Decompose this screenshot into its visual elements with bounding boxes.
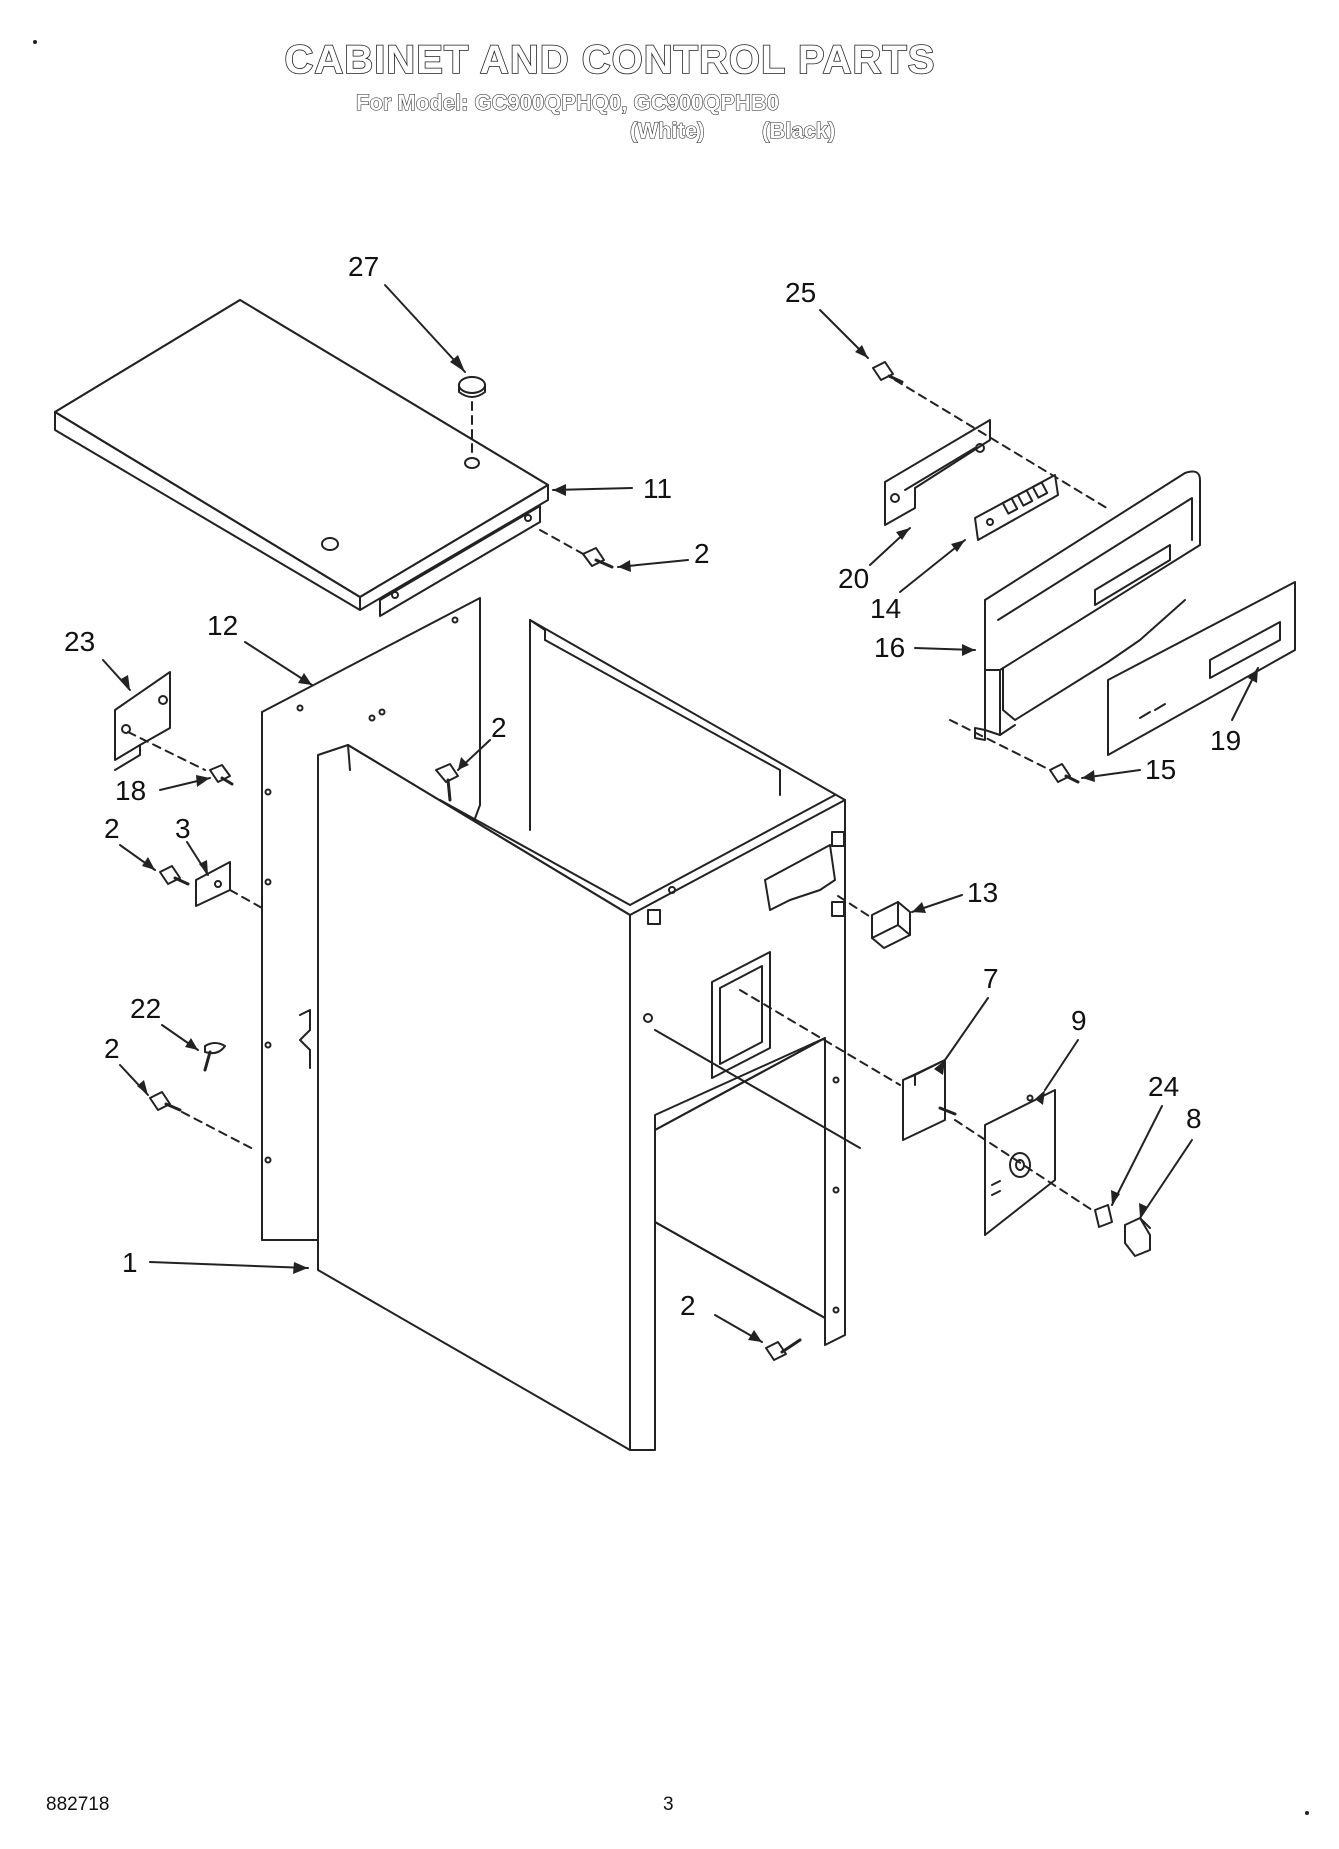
page-title: CABINET AND CONTROL PARTS	[284, 37, 936, 83]
callout-2-lower-left: 2	[104, 1033, 120, 1064]
arrowheads	[121, 345, 1258, 1342]
cabinet-body	[317, 619, 846, 1451]
callout-9: 9	[1071, 1005, 1087, 1036]
callout-2-center: 2	[491, 712, 507, 743]
knob-assembly	[1094, 1204, 1151, 1257]
model-line: For Model: GC900QPHQ0, GC900QPHB0	[355, 89, 779, 115]
callout-27: 27	[348, 251, 379, 282]
screw-lower-right	[765, 1338, 802, 1361]
callout-18: 18	[115, 775, 146, 806]
callout-20: 20	[838, 563, 869, 594]
screw-top	[539, 529, 614, 569]
callout-24: 24	[1148, 1071, 1179, 1102]
screw-lower-left	[149, 1091, 256, 1151]
callout-8: 8	[1186, 1103, 1202, 1134]
callout-2-top: 2	[694, 538, 710, 569]
callout-7: 7	[983, 963, 999, 994]
callout-25: 25	[785, 277, 816, 308]
switch-block	[974, 474, 1059, 541]
callout-11: 11	[643, 473, 672, 504]
callout-2-left: 2	[104, 813, 120, 844]
plate-and-screw	[159, 861, 263, 909]
callout-1: 1	[122, 1247, 138, 1278]
callout-16: 16	[874, 632, 905, 663]
color-black-label: (Black)	[761, 117, 836, 143]
callout-14: 14	[870, 593, 901, 624]
wire-clip	[203, 1042, 226, 1072]
console-bracket	[884, 379, 1111, 526]
top-panel	[54, 299, 549, 617]
timer-unit	[654, 989, 957, 1149]
callout-19: 19	[1210, 725, 1241, 756]
plug-button	[458, 376, 486, 456]
callout-22: 22	[130, 993, 161, 1024]
dial-plate	[954, 1089, 1096, 1236]
screw-15	[949, 719, 1080, 784]
callout-15: 15	[1145, 754, 1176, 785]
callout-13: 13	[967, 877, 998, 908]
callout-12: 12	[207, 610, 238, 641]
dot-mark	[1305, 1811, 1309, 1815]
screw-25	[872, 361, 904, 384]
hinge-bracket	[114, 671, 234, 786]
rocker-switch	[837, 895, 911, 949]
callout-2-lower-right: 2	[680, 1290, 696, 1321]
callout-23: 23	[64, 626, 95, 657]
document-number: 882718	[46, 1794, 110, 1815]
callout-3: 3	[175, 813, 191, 844]
color-white-label: (White)	[629, 117, 705, 143]
dot-mark	[33, 40, 37, 44]
page-number: 3	[663, 1794, 674, 1815]
control-overlay	[1107, 581, 1296, 756]
screw-center	[435, 763, 459, 802]
